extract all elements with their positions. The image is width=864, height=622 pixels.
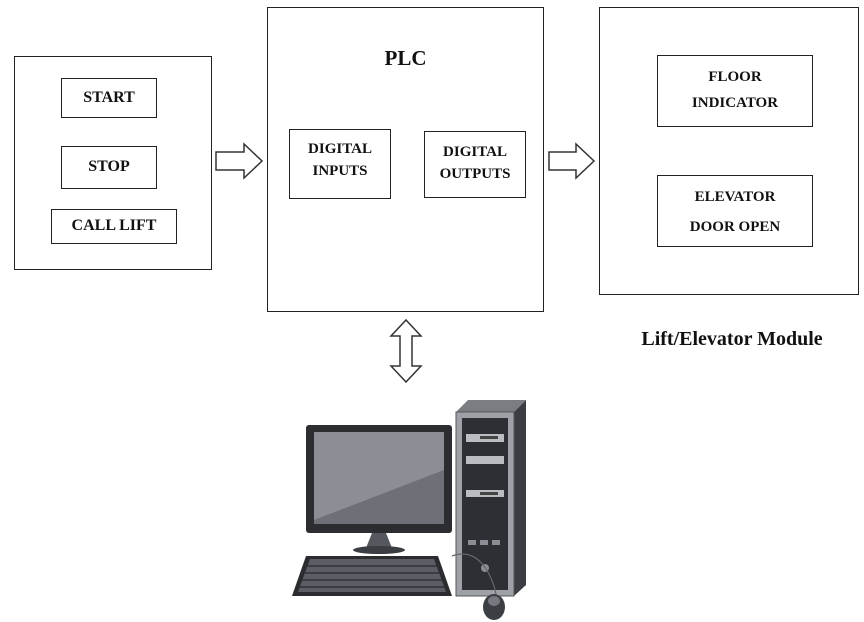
digital-inputs-line2: INPUTS — [312, 163, 368, 179]
start-label: START — [83, 89, 135, 106]
computer-monitor — [306, 425, 452, 554]
computer-mouse — [451, 553, 505, 620]
digital-outputs-box: DIGITAL OUTPUTS — [424, 131, 526, 198]
digital-outputs-line2: OUTPUTS — [439, 166, 511, 182]
start-button-box: START — [61, 78, 157, 118]
call-lift-button-box: CALL LIFT — [51, 209, 177, 244]
lift-module-caption: Lift/Elevator Module — [641, 328, 823, 350]
elevator-door-line1: ELEVATOR — [694, 189, 776, 205]
floor-indicator-line2: INDICATOR — [691, 95, 779, 111]
plc-title: PLC — [384, 46, 427, 70]
stop-button-box: STOP — [61, 146, 157, 189]
call-lift-label: CALL LIFT — [71, 217, 157, 234]
hollow-arrow-right-icon — [215, 142, 264, 180]
floor-indicator-box: FLOOR INDICATOR — [657, 55, 813, 127]
digital-outputs-line1: DIGITAL — [443, 144, 507, 160]
computer-keyboard — [292, 556, 452, 596]
hollow-arrow-right-icon — [548, 142, 596, 180]
stop-label: STOP — [88, 158, 130, 175]
digital-inputs-line1: DIGITAL — [308, 141, 372, 157]
elevator-door-box: ELEVATOR DOOR OPEN — [657, 175, 813, 247]
desktop-computer-icon — [292, 400, 526, 620]
hollow-double-arrow-vertical-icon — [389, 318, 423, 384]
digital-inputs-box: DIGITAL INPUTS — [289, 129, 391, 199]
elevator-door-line2: DOOR OPEN — [689, 219, 781, 235]
floor-indicator-line1: FLOOR — [708, 69, 762, 85]
computer-tower — [455, 400, 526, 597]
